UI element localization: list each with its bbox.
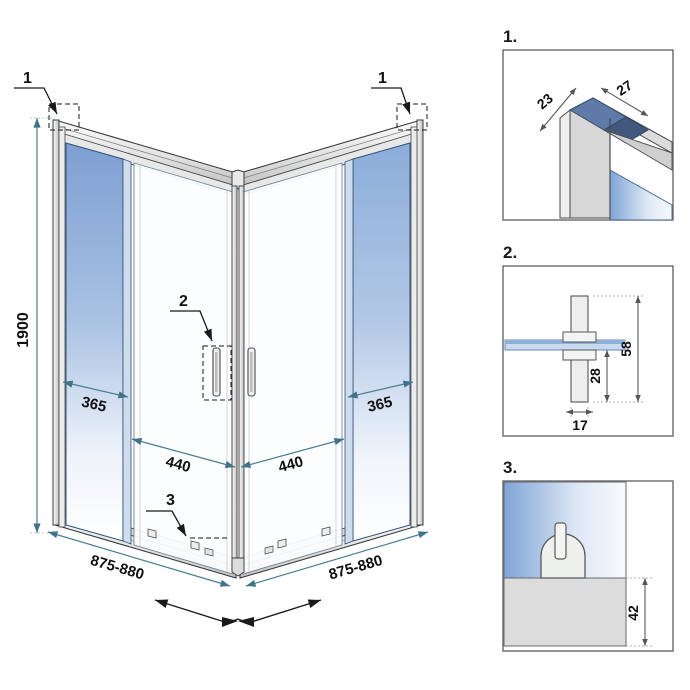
dimension-text-1900: 1900 (15, 312, 32, 348)
dimension-line-base-right (245, 531, 429, 587)
dimension-line-365-left (62, 380, 129, 399)
glass-panel-left (65, 142, 132, 545)
sliding-door-left (133, 162, 234, 575)
wall-profile-right (410, 119, 424, 528)
detail1-dim-27-text: 27 (613, 77, 635, 99)
door-handle-left (212, 347, 221, 397)
detail-box-3: 42 (502, 480, 674, 652)
detail2-dim-28-text: 28 (587, 368, 603, 384)
detail1-dim-27-line (600, 87, 649, 117)
callout-1-right: 1 (371, 70, 428, 131)
detail-2-number: 2. (503, 243, 518, 262)
corner-post (231, 169, 245, 577)
detail-1-number: 1. (503, 27, 518, 46)
detail2-dim-17-text: 17 (572, 417, 588, 433)
dimension-text-440-right: 440 (277, 453, 306, 476)
detail-3-number: 3. (503, 458, 518, 477)
slide-direction-left (154, 599, 229, 624)
callout-1-right-label: 1 (378, 70, 387, 87)
dimension-text-365-right: 365 (366, 394, 394, 416)
dimension-text-base-left: 875-880 (88, 552, 146, 584)
dimension-text-440-left: 440 (164, 453, 193, 476)
dimension-line-440-left (131, 438, 236, 468)
sliding-door-right (242, 162, 343, 575)
dimension-text-365-left: 365 (80, 394, 108, 416)
dimension-line-440-right (240, 438, 345, 468)
dimension-lines-main (30, 117, 429, 627)
callout-1-left: 1 (14, 70, 80, 131)
callout-3: 3 (146, 492, 230, 539)
detail-box-2: 58 28 17 (502, 265, 674, 437)
callout-1-left-label: 1 (23, 70, 32, 87)
door-handle-right (247, 347, 256, 397)
dimension-line-base-left (47, 531, 231, 587)
callout-2: 2 (170, 293, 232, 401)
detail-box-1: 23 27 (502, 49, 674, 221)
dimension-line-365-right (347, 380, 414, 399)
detail3-dim-42-text: 42 (625, 605, 641, 621)
detail1-dim-23-line (539, 87, 577, 132)
callout-3-label: 3 (166, 492, 175, 509)
callout-2-label: 2 (179, 293, 188, 310)
glass-panel-right (344, 142, 411, 545)
wall-profile-left (52, 119, 66, 528)
slide-direction-right (247, 599, 322, 624)
dimension-text-base-right: 875-880 (327, 552, 385, 584)
detail2-dim-58-text: 58 (618, 341, 634, 357)
shower-enclosure-isometric (52, 119, 424, 579)
